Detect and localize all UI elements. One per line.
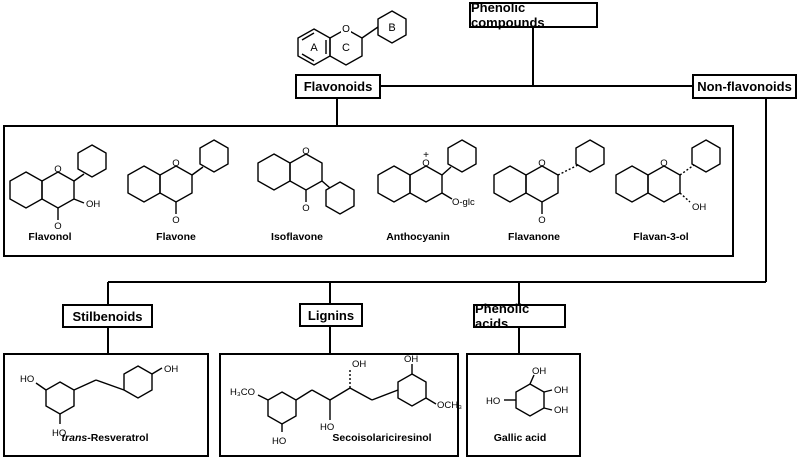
ring-b [377,10,407,44]
lignan-ho-left: HO [272,436,286,447]
core-oxygen-label: O [342,24,350,35]
phenolic-acid-example-panel [466,353,581,457]
gallic-oh-3: OH [554,405,568,416]
flavanol-oh: OH [692,202,706,213]
class-node-lignins: Lignins [299,303,363,327]
flavonoids-label: Flavonoids [303,79,373,94]
flavonol-carbonyl-o: O [54,221,61,232]
gallic-oh-1: OH [532,366,546,377]
isoflavone-oxygen: O [302,146,309,157]
anthocyanin-oxygen: O [422,158,429,169]
lignan-h3co: H₃CO [230,387,255,398]
non-flavonoids-label: Non-flavonoids [697,79,792,94]
root-label: Phenolic compounds [471,0,545,30]
flavonoid-structures [9,139,721,220]
stilbenoids-label: Stilbenoids [72,308,143,324]
flavonol-oxygen: O [54,164,61,175]
flavonoid-class-label: Flavonol [28,231,72,243]
branch-node-flavonoids: Flavonoids [295,74,381,99]
gallic-acid-label: Gallic acid [493,432,547,444]
resveratrol-name: -Resveratrol [87,432,149,444]
flavonoid-classes-panel [3,125,734,257]
phenolic-acids-label: Phenolic acids [475,301,530,331]
lignan-oh-right: OH [404,354,418,365]
anthocyanin-o-glc: O-glc [452,197,475,208]
resveratrol-ho-bottom: HO [52,428,66,439]
non-flavonoid-structures [35,364,553,432]
flavonoid-class-label: Flavan-3-ol [633,231,689,243]
root-node-phenolic-compounds: Phenolic compounds [469,0,598,30]
branch-node-non-flavonoids: Non-flavonoids [692,74,797,99]
class-node-stilbenoids: Stilbenoids [62,304,153,328]
resveratrol-label: trans-Resveratrol [62,432,149,444]
anthocyanin-charge: + [423,150,429,161]
flavanone-carbonyl-o: O [538,215,545,226]
flavonoid-class-label: Flavone [156,231,196,243]
flavonol-oh: OH [86,199,100,210]
resveratrol-oh-right: OH [164,364,178,375]
ring-label-a: A [310,42,318,54]
flavonoid-class-label: Flavanone [508,231,560,243]
isoflavone-carbonyl-o: O [302,203,309,214]
flavanone-oxygen: O [538,158,545,169]
resveratrol-prefix: trans [61,432,88,444]
flavone-carbonyl-o: O [172,215,179,226]
stilbenoid-example-panel [3,353,209,457]
lignins-label: Lignins [307,307,355,323]
lignin-example-panel [219,353,459,457]
flavone-oxygen: O [172,158,179,169]
ring-label-c: C [342,42,350,54]
lignan-och3: OCH₃ [437,400,462,411]
class-node-phenolic-acids: Phenolic acids [473,301,566,331]
flavan-core-structure [297,10,407,66]
secoisolariciresinol-label: Secoisolariciresinol [332,432,432,444]
ring-label-b: B [388,22,395,34]
connector-lines [107,26,767,354]
flavanol-oxygen: O [660,158,667,169]
gallic-ho: HO [486,396,500,407]
lignan-ho-chain: HO [320,422,334,433]
lignan-oh-chain: OH [352,359,366,370]
resveratrol-ho-top: HO [20,374,34,385]
gallic-oh-2: OH [554,385,568,396]
flavonoid-class-label: Isoflavone [271,231,323,243]
flavonoid-class-label: Anthocyanin [386,231,450,243]
